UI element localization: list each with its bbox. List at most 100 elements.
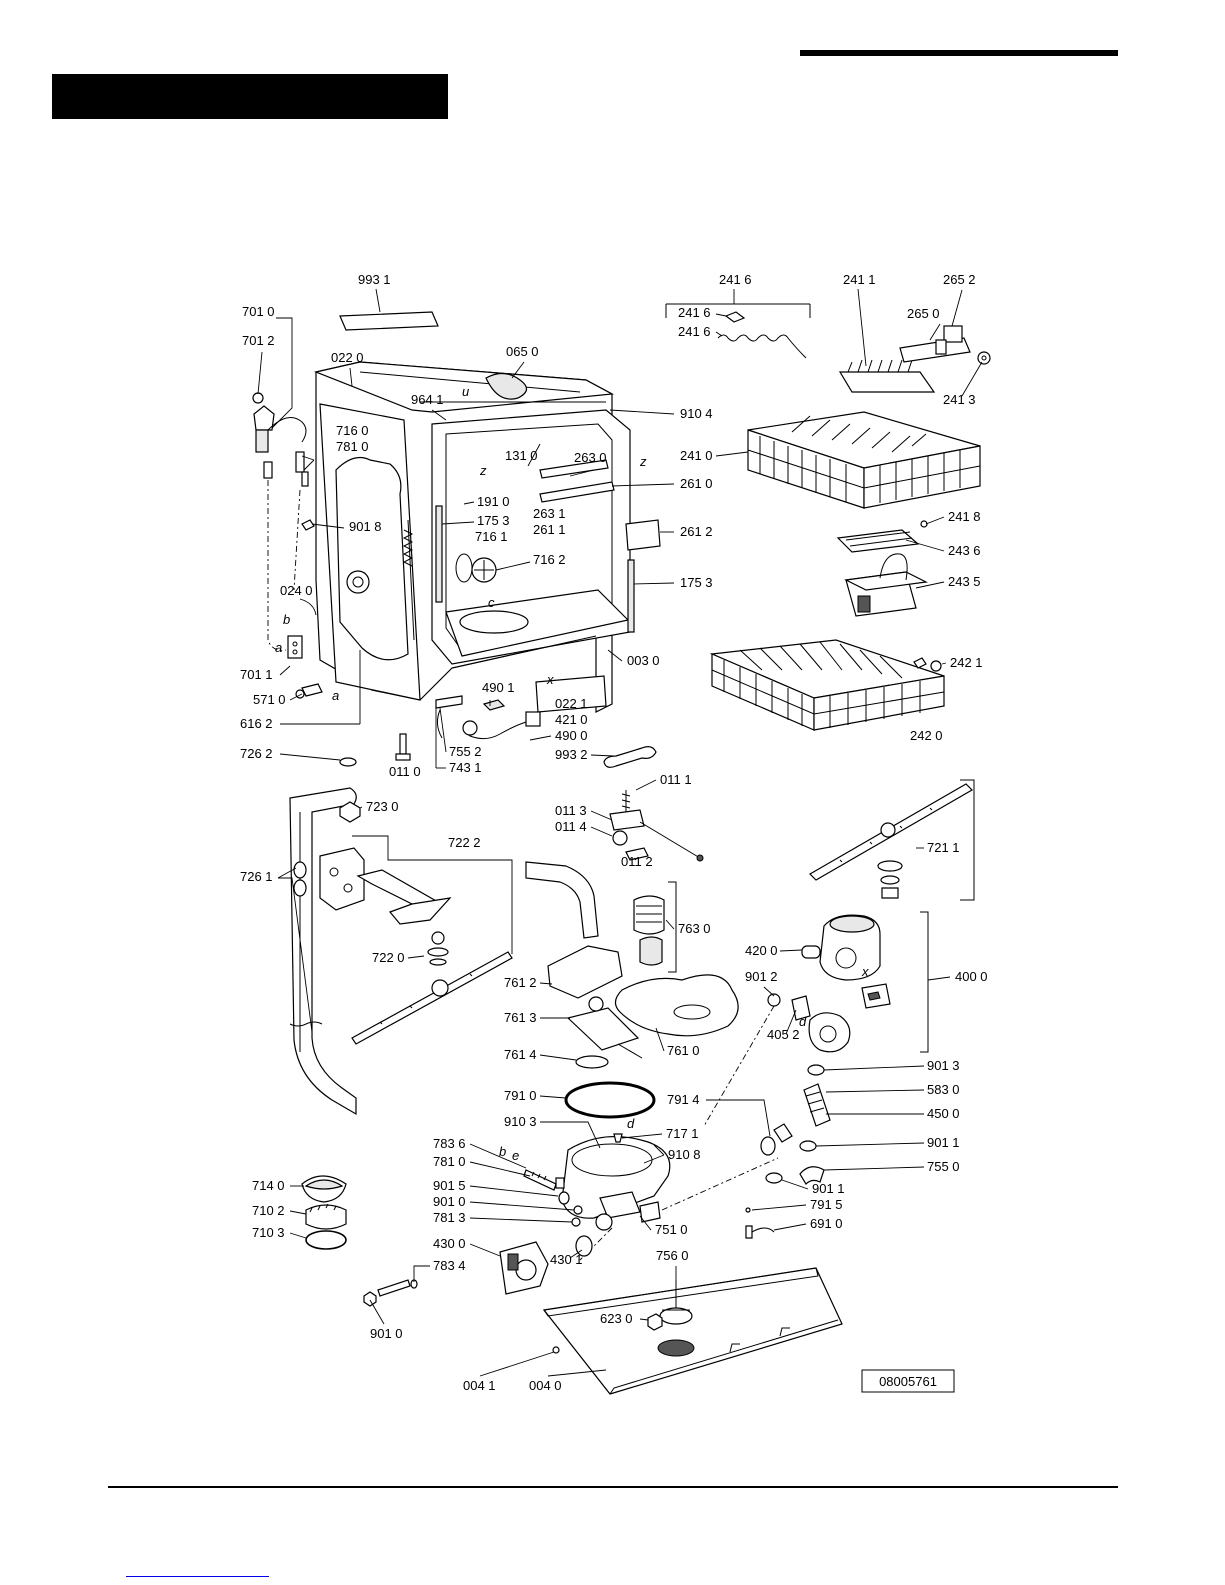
drawing-number: 08005761 [879, 1374, 937, 1389]
callout-0240: 024 0 [280, 583, 313, 598]
callout-0030: 003 0 [627, 653, 660, 668]
callout-2411: 241 1 [843, 272, 876, 287]
callout-1910: 191 0 [477, 494, 510, 509]
callout-2421: 242 1 [950, 655, 983, 670]
callout-7162: 716 2 [533, 552, 566, 567]
callout-9641: 964 1 [411, 392, 444, 407]
inlet-hose-drawing [252, 392, 323, 699]
upper-basket-drawing [665, 303, 991, 617]
callout-4200: 420 0 [745, 943, 778, 958]
callout-7103: 710 3 [252, 1225, 285, 1240]
callout-4901: 490 1 [482, 680, 515, 695]
callout-7010: 701 0 [242, 304, 275, 319]
callout-7836: 783 6 [433, 1136, 466, 1151]
callout-7102: 710 2 [252, 1203, 285, 1218]
marker-a1: a [275, 640, 282, 655]
callout-9013: 901 3 [927, 1058, 960, 1073]
callout-7914: 791 4 [667, 1092, 700, 1107]
callout-2612: 261 2 [680, 524, 713, 539]
callout-5830: 583 0 [927, 1082, 960, 1097]
salt-container-parts-drawing [301, 1175, 418, 1307]
callout-1753a: 175 3 [477, 513, 510, 528]
marker-c1: c [488, 595, 495, 610]
marker-d2: d [627, 1116, 635, 1131]
callout-2650: 265 0 [907, 306, 940, 321]
callout-1310: 131 0 [505, 448, 538, 463]
callout-2416b: 241 6 [678, 305, 711, 320]
marker-d1: d [799, 1014, 807, 1029]
marker-e1: e [512, 1148, 519, 1163]
callout-0113: 011 3 [555, 803, 587, 818]
callout-7160: 716 0 [336, 423, 369, 438]
callout-4301: 430 1 [550, 1252, 583, 1267]
marker-u1: u [462, 384, 469, 399]
callout-4300: 430 0 [433, 1236, 466, 1251]
callout-9108: 910 8 [668, 1147, 701, 1162]
callout-7910: 791 0 [504, 1088, 537, 1103]
drain-pump-parts-drawing [745, 1083, 831, 1239]
callout-7230: 723 0 [366, 799, 399, 814]
callout-2420: 242 0 [910, 728, 943, 743]
callout-7171: 717 1 [666, 1126, 699, 1141]
callout-7222: 722 2 [448, 835, 481, 850]
callout-6910: 691 0 [810, 1216, 843, 1231]
leader-lines [257, 288, 983, 1377]
callout-2416a: 241 6 [719, 272, 752, 287]
callout-7431: 743 1 [449, 760, 482, 775]
callout-0220: 022 0 [331, 350, 364, 365]
marker-z1: z [479, 463, 487, 478]
callout-7011: 701 1 [240, 667, 273, 682]
callout-2611: 261 1 [533, 522, 566, 537]
callout-9011b: 901 1 [812, 1181, 845, 1196]
callout-7612: 761 2 [504, 975, 537, 990]
callout-7261: 726 1 [240, 869, 273, 884]
marker-z2: z [639, 454, 647, 469]
callout-4000: 400 0 [955, 969, 988, 984]
callout-0112: 011 2 [621, 854, 653, 869]
float-switch-drawing [609, 790, 704, 862]
callout-7012: 701 2 [242, 333, 275, 348]
callout-0111: 011 1 [660, 772, 692, 787]
callout-2410: 241 0 [680, 448, 713, 463]
callout-7915: 791 5 [810, 1197, 843, 1212]
header-rule [800, 50, 1118, 56]
callout-4210: 421 0 [555, 712, 588, 727]
callout-2631: 263 1 [533, 506, 566, 521]
callout-2610: 261 0 [680, 476, 713, 491]
callout-5710: 571 0 [253, 692, 286, 707]
callout-9931: 993 1 [358, 272, 391, 287]
callout-4052: 405 2 [767, 1027, 800, 1042]
callout-0040: 004 0 [529, 1378, 562, 1393]
footer-link-underline[interactable] [126, 1576, 269, 1577]
callout-9932: 993 2 [555, 747, 588, 762]
callout-2652: 265 2 [943, 272, 976, 287]
callout-9011a: 901 1 [927, 1135, 960, 1150]
callout-9012: 901 2 [745, 969, 778, 984]
callout-7834: 783 4 [433, 1258, 466, 1273]
callout-7161: 716 1 [475, 529, 508, 544]
callout-7813: 781 3 [433, 1210, 466, 1225]
callout-4900: 490 0 [555, 728, 588, 743]
callout-6162: 616 2 [240, 716, 273, 731]
callout-7610: 761 0 [667, 1043, 700, 1058]
title-bar [52, 74, 448, 119]
sump-drawing [499, 1133, 779, 1295]
callout-7552: 755 2 [449, 744, 482, 759]
footer-rule [108, 1486, 1118, 1488]
marker-x2: x [861, 964, 869, 979]
upper-spray-arm-drawing [809, 779, 975, 901]
callout-2436: 243 6 [948, 543, 981, 558]
callout-0650: 065 0 [506, 344, 539, 359]
callout-1753b: 175 3 [680, 575, 713, 590]
callout-6230: 623 0 [600, 1311, 633, 1326]
callout-7613: 761 3 [504, 1010, 537, 1025]
callout-7510: 751 0 [655, 1222, 688, 1237]
callout-9010a: 901 0 [433, 1194, 466, 1209]
callout-4500: 450 0 [927, 1106, 960, 1121]
spray-arm-pipe-drawing [289, 757, 513, 1116]
callout-7140: 714 0 [252, 1178, 285, 1193]
base-plate-drawing [542, 1267, 843, 1395]
callout-0110: 011 0 [389, 764, 421, 779]
callout-7220: 722 0 [372, 950, 405, 965]
